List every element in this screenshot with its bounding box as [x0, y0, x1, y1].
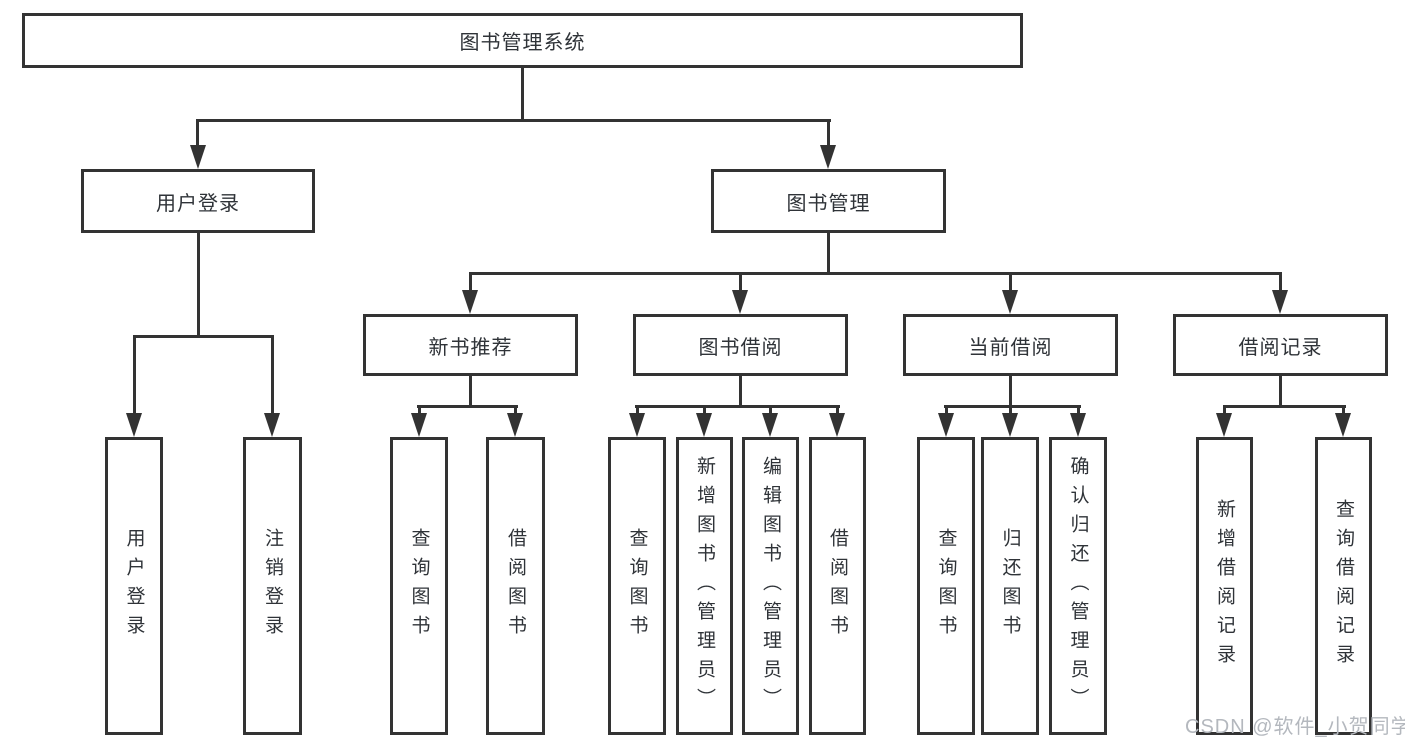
- node-current-borrowing-label: 当前借阅: [968, 336, 1053, 359]
- node-borrow-records-label: 借阅记录: [1238, 336, 1323, 359]
- node-user-login-label: 用户登录: [156, 192, 240, 215]
- connector-leaf-drop: [636, 405, 639, 417]
- connector-leaf-drop: [1223, 405, 1226, 417]
- arrow-down-icon: [462, 290, 478, 314]
- leaf-query-borrow-record-label: 查询借阅记录: [1333, 499, 1354, 673]
- leaf-edit-book-admin: 编辑图书（管理员）: [742, 437, 799, 735]
- node-book-management: 图书管理: [711, 169, 946, 233]
- arrow-down-icon: [1335, 413, 1351, 437]
- node-book-borrowing-label: 图书借阅: [698, 336, 783, 359]
- leaf-logout-label: 注销登录: [262, 528, 283, 644]
- node-book-borrowing: 图书借阅: [633, 314, 848, 376]
- arrow-down-icon: [1216, 413, 1232, 437]
- arrow-down-icon: [190, 145, 206, 169]
- connector-leaf-drop: [836, 405, 839, 417]
- arrow-down-icon: [938, 413, 954, 437]
- connector-leaf-drop: [133, 335, 136, 417]
- leaf-add-book-admin: 新增图书（管理员）: [676, 437, 733, 735]
- arrow-down-icon: [762, 413, 778, 437]
- leaf-add-borrow-record-label: 新增借阅记录: [1214, 499, 1235, 673]
- leaf-add-book-admin-label: 新增图书（管理员）: [694, 455, 715, 717]
- leaf-query-books-borrowing: 查询图书: [608, 437, 666, 735]
- arrow-down-icon: [507, 413, 523, 437]
- node-library-system: 图书管理系统: [22, 13, 1023, 68]
- connector-leaf-drop: [1009, 405, 1012, 417]
- node-book-management-label: 图书管理: [786, 192, 871, 215]
- connector-level3-drop: [1009, 272, 1012, 292]
- connector-root-stem: [521, 68, 524, 120]
- connector-leaf-drop: [271, 335, 274, 417]
- leaf-borrow-books-recommend: 借阅图书: [486, 437, 545, 735]
- arrow-down-icon: [264, 413, 280, 437]
- connector-user-login-drop: [196, 119, 199, 149]
- connector-leaf-drop: [945, 405, 948, 417]
- connector-book-mgmt-drop: [827, 119, 830, 149]
- node-new-book-recommend: 新书推荐: [363, 314, 578, 376]
- connector-bar: [635, 405, 840, 408]
- connector-level3-drop: [1279, 272, 1282, 292]
- connector-leaf-drop: [514, 405, 517, 417]
- leaf-query-books-current-label: 查询图书: [935, 528, 957, 644]
- leaf-query-borrow-record: 查询借阅记录: [1315, 437, 1372, 735]
- leaf-borrow-books-borrowing-label: 借阅图书: [827, 528, 848, 644]
- leaf-return-books: 归还图书: [981, 437, 1039, 735]
- connector-level3-drop: [739, 272, 742, 292]
- leaf-borrow-books-recommend-label: 借阅图书: [505, 528, 526, 644]
- connector-user-login-stem: [197, 233, 200, 336]
- leaf-query-books-current: 查询图书: [917, 437, 975, 735]
- connector-stem: [739, 376, 742, 407]
- arrow-down-icon: [820, 145, 836, 169]
- node-user-login: 用户登录: [81, 169, 315, 233]
- leaf-user-login: 用户登录: [105, 437, 163, 735]
- arrow-down-icon: [1070, 413, 1086, 437]
- arrow-down-icon: [629, 413, 645, 437]
- leaf-confirm-return-admin: 确认归还（管理员）: [1049, 437, 1107, 735]
- connector-stem: [1279, 376, 1282, 407]
- leaf-query-books-borrowing-label: 查询图书: [626, 528, 648, 644]
- leaf-user-login-label: 用户登录: [123, 528, 145, 644]
- connector-leaf-drop: [1342, 405, 1345, 417]
- arrow-down-icon: [1002, 290, 1018, 314]
- connector-stem: [469, 376, 472, 407]
- connector-level3-drop: [469, 272, 472, 292]
- arrow-down-icon: [696, 413, 712, 437]
- connector-user-login-bar: [133, 335, 274, 338]
- arrow-down-icon: [126, 413, 142, 437]
- leaf-logout: 注销登录: [243, 437, 302, 735]
- leaf-return-books-label: 归还图书: [999, 528, 1021, 644]
- arrow-down-icon: [1272, 290, 1288, 314]
- connector-level2-bar: [197, 119, 831, 122]
- arrow-down-icon: [732, 290, 748, 314]
- arrow-down-icon: [1002, 413, 1018, 437]
- leaf-borrow-books-borrowing: 借阅图书: [809, 437, 866, 735]
- connector-level3-bar: [469, 272, 1282, 275]
- node-library-system-label: 图书管理系统: [459, 32, 586, 54]
- node-current-borrowing: 当前借阅: [903, 314, 1118, 376]
- connector-leaf-drop: [703, 405, 706, 417]
- leaf-query-books-recommend: 查询图书: [390, 437, 448, 735]
- connector-bar: [1223, 405, 1346, 408]
- connector-leaf-drop: [418, 405, 421, 417]
- connector-book-mgmt-stem: [827, 233, 830, 275]
- arrow-down-icon: [829, 413, 845, 437]
- leaf-confirm-return-admin-label: 确认归还（管理员）: [1067, 455, 1089, 717]
- connector-bar: [944, 405, 1081, 408]
- connector-leaf-drop: [1077, 405, 1080, 417]
- leaf-query-books-recommend-label: 查询图书: [408, 528, 430, 644]
- connector-stem: [1009, 376, 1012, 407]
- csdn-watermark: CSDN @软件_小贺同学: [1185, 716, 1405, 738]
- leaf-edit-book-admin-label: 编辑图书（管理员）: [760, 455, 781, 717]
- connector-leaf-drop: [769, 405, 772, 417]
- connector-bar: [417, 405, 518, 408]
- node-borrow-records: 借阅记录: [1173, 314, 1388, 376]
- leaf-add-borrow-record: 新增借阅记录: [1196, 437, 1253, 735]
- node-new-book-recommend-label: 新书推荐: [428, 336, 513, 359]
- arrow-down-icon: [411, 413, 427, 437]
